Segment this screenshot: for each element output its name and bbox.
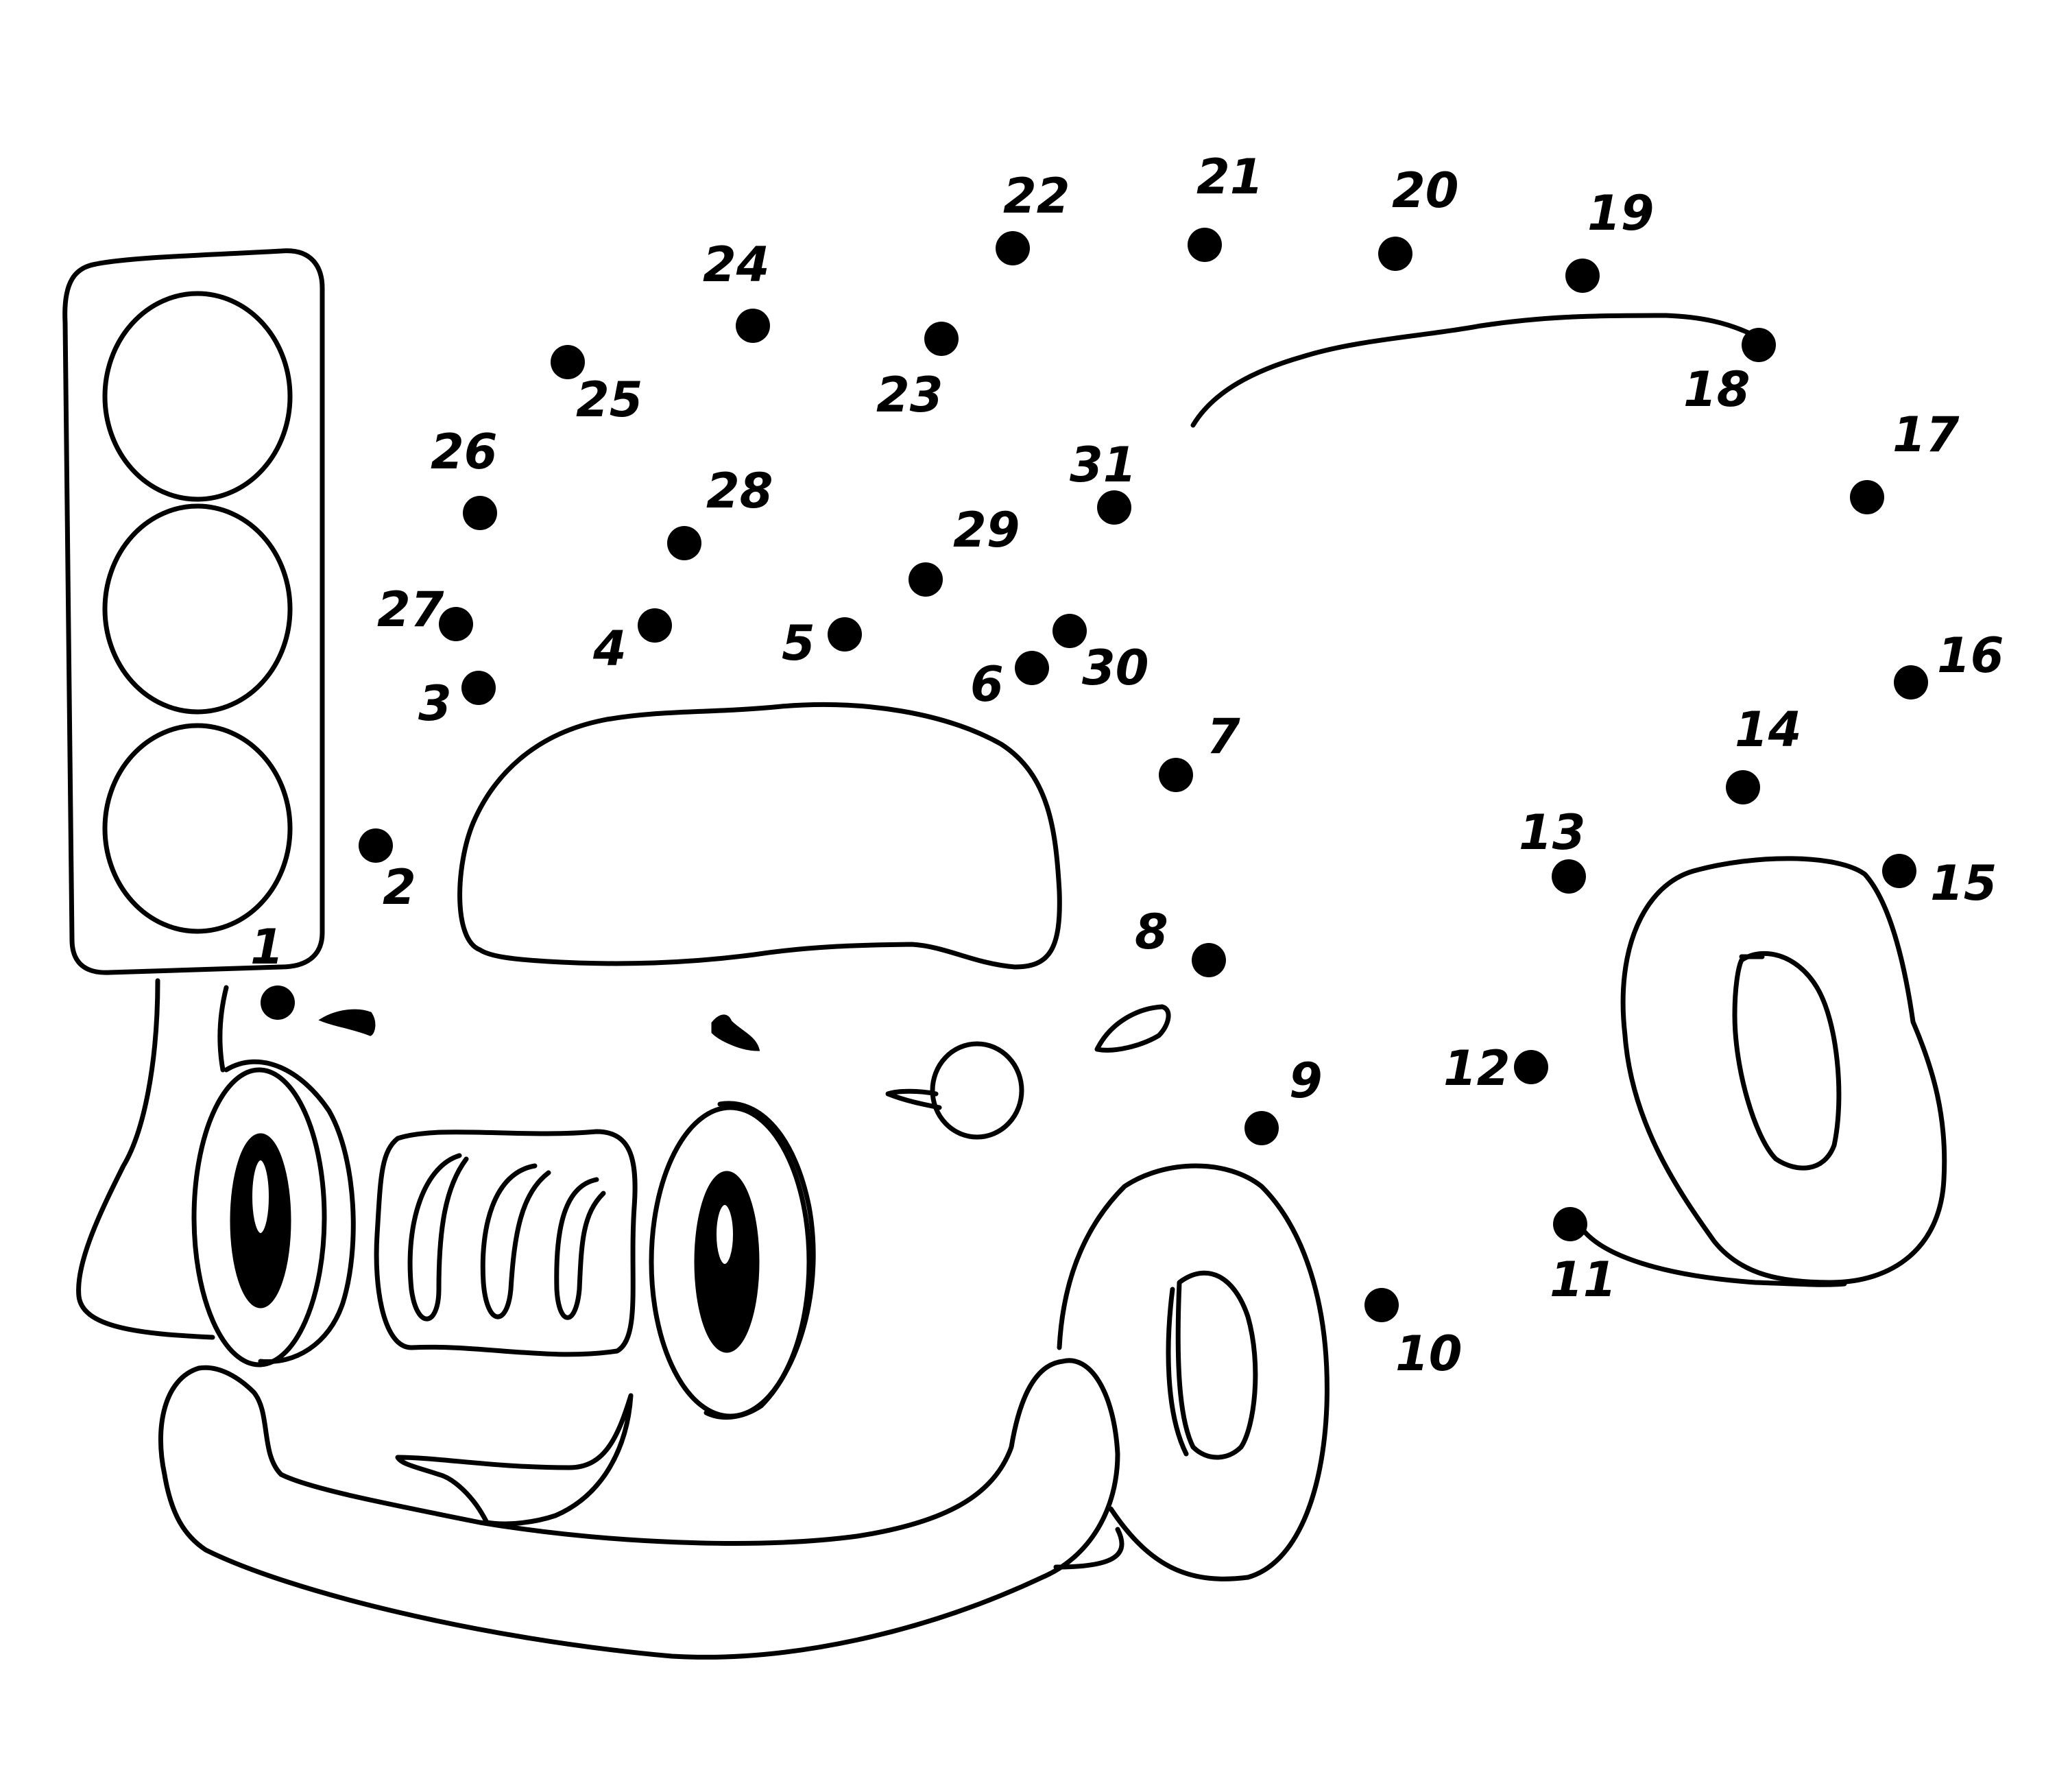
dot-label-24: 24 (703, 237, 769, 293)
dot-4 (638, 608, 672, 643)
dot-label-5: 5 (782, 615, 815, 671)
dot-label-23: 23 (876, 367, 943, 423)
dot-label-18: 18 (1683, 361, 1750, 418)
dot-11 (1553, 1207, 1587, 1241)
dot-label-31: 31 (1070, 437, 1136, 493)
dot-23 (924, 322, 959, 356)
mouth (395, 1393, 634, 1527)
dot-17 (1850, 480, 1884, 514)
dot-label-2: 2 (383, 859, 416, 916)
dot-label-15: 15 (1930, 855, 1997, 911)
side-light (1094, 1004, 1171, 1053)
dot-label-16: 16 (1937, 628, 2004, 684)
dot-5 (828, 617, 862, 652)
left-brow (318, 1009, 376, 1036)
dot-16 (1894, 665, 1928, 700)
right-eye (649, 1101, 816, 1420)
dot-label-27: 27 (377, 582, 444, 638)
dot-label-12: 12 (1443, 1040, 1510, 1097)
hood-ornament (885, 1041, 1024, 1140)
dot-26 (463, 496, 497, 530)
dot-13 (1552, 859, 1586, 894)
dot-label-4: 4 (592, 621, 627, 677)
dot-label-10: 10 (1395, 1326, 1462, 1382)
left-eye (191, 1059, 356, 1367)
dot-label-3: 3 (418, 676, 452, 732)
dot-18 (1742, 328, 1776, 362)
right-brow (711, 1014, 760, 1051)
front-wheel (1053, 1163, 1330, 1581)
dot-label-25: 25 (576, 372, 642, 428)
dot-label-21: 21 (1196, 149, 1263, 205)
dot-29 (909, 562, 943, 597)
dot-label-14: 14 (1735, 702, 1801, 758)
dot-1 (261, 985, 295, 1020)
dot-label-1: 1 (250, 919, 284, 975)
dot-2 (359, 828, 393, 863)
dot-label-13: 13 (1519, 804, 1585, 861)
dot-label-6: 6 (970, 656, 1004, 713)
dot-8 (1192, 943, 1226, 977)
roof-line (1190, 313, 1758, 428)
dot-21 (1188, 228, 1222, 262)
dot-label-20: 20 (1392, 163, 1458, 219)
dot-22 (996, 231, 1030, 265)
dot-19 (1565, 259, 1600, 293)
dot-20 (1378, 237, 1412, 271)
dot-31 (1097, 490, 1131, 525)
traffic-light (62, 248, 325, 1340)
dot-label-7: 7 (1207, 708, 1240, 765)
dot-label-9: 9 (1289, 1053, 1323, 1109)
dot-6 (1015, 651, 1049, 685)
dot-25 (551, 345, 585, 379)
dot-label-29: 29 (953, 502, 1020, 558)
dot-10 (1364, 1288, 1399, 1322)
dot-label-19: 19 (1587, 185, 1654, 241)
dot-28 (667, 526, 701, 560)
dot-label-30: 30 (1082, 640, 1148, 696)
windshield (457, 702, 1062, 970)
dot-label-22: 22 (1003, 168, 1070, 224)
dot-24 (736, 309, 770, 343)
dot-15 (1882, 854, 1916, 888)
dot-30 (1052, 614, 1087, 648)
dot-3 (461, 671, 496, 705)
dot-label-8: 8 (1135, 904, 1168, 960)
dot-27 (439, 607, 473, 641)
dot-9 (1244, 1111, 1279, 1145)
dot-14 (1726, 770, 1760, 804)
bumper (158, 1358, 1120, 1660)
grille (374, 1129, 638, 1357)
dot-label-17: 17 (1892, 407, 1960, 463)
dot-label-28: 28 (706, 463, 773, 519)
dot-12 (1514, 1050, 1548, 1084)
dot-7 (1159, 758, 1193, 792)
dot-label-11: 11 (1550, 1252, 1616, 1308)
dot-label-26: 26 (431, 424, 497, 480)
rear-wheel (1581, 856, 1947, 1287)
